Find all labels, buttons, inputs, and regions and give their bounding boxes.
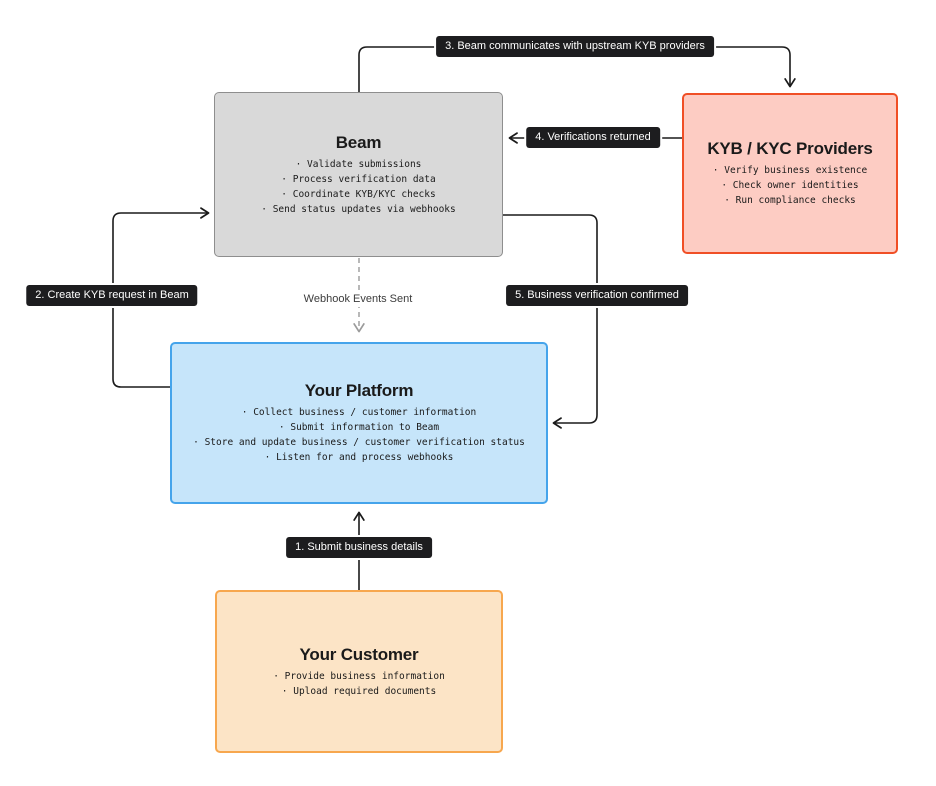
bullet-item: Submit information to Beam — [193, 420, 525, 435]
step-label-3: 3. Beam communicates with upstream KYB p… — [436, 36, 714, 57]
flow-box-kyb-providers: KYB / KYC Providers Verify business exis… — [682, 93, 898, 254]
step-label-5: 5. Business verification confirmed — [506, 285, 688, 306]
flow-box-beam: Beam Validate submissions Process verifi… — [214, 92, 503, 257]
step-label-1: 1. Submit business details — [286, 537, 432, 558]
bullet-item: Collect business / customer information — [193, 405, 525, 420]
box-title-your-platform: Your Platform — [304, 381, 414, 400]
box-items-your-platform: Collect business / customer information … — [193, 405, 525, 465]
bullet-item: Listen for and process webhooks — [193, 450, 525, 465]
flow-box-your-customer: Your Customer Provide business informati… — [215, 590, 503, 753]
bullet-item: Coordinate KYB/KYC checks — [261, 187, 455, 202]
step-label-4: 4. Verifications returned — [526, 127, 660, 148]
box-title-your-customer: Your Customer — [299, 644, 419, 664]
arrow-beam-to-platform — [503, 214, 598, 429]
bullet-item: Verify business existence — [713, 163, 867, 178]
bullet-item: Send status updates via webhooks — [261, 202, 456, 217]
webhook-events-label: Webhook Events Sent — [299, 291, 417, 307]
box-title-kyb-providers: KYB / KYC Providers — [707, 139, 873, 158]
step-label-2: 2. Create KYB request in Beam — [26, 285, 198, 306]
bullet-item: Validate submissions — [261, 157, 455, 172]
bullet-item: Run compliance checks — [713, 193, 867, 208]
bullet-item: Provide business information — [273, 669, 445, 684]
bullet-item: Check owner identities — [713, 178, 867, 193]
bullet-item: Store and update business / customer ver… — [193, 435, 525, 450]
box-items-beam: Validate submissions Process verificatio… — [261, 157, 456, 217]
box-title-beam: Beam — [335, 132, 382, 152]
box-items-your-customer: Provide business information Upload requ… — [273, 669, 445, 699]
bullet-item: Process verification data — [261, 172, 455, 187]
flow-box-your-platform: Your Platform Collect business / custome… — [170, 342, 548, 504]
box-items-kyb-providers: Verify business existence Check owner id… — [713, 163, 867, 208]
bullet-item: Upload required documents — [273, 684, 445, 699]
